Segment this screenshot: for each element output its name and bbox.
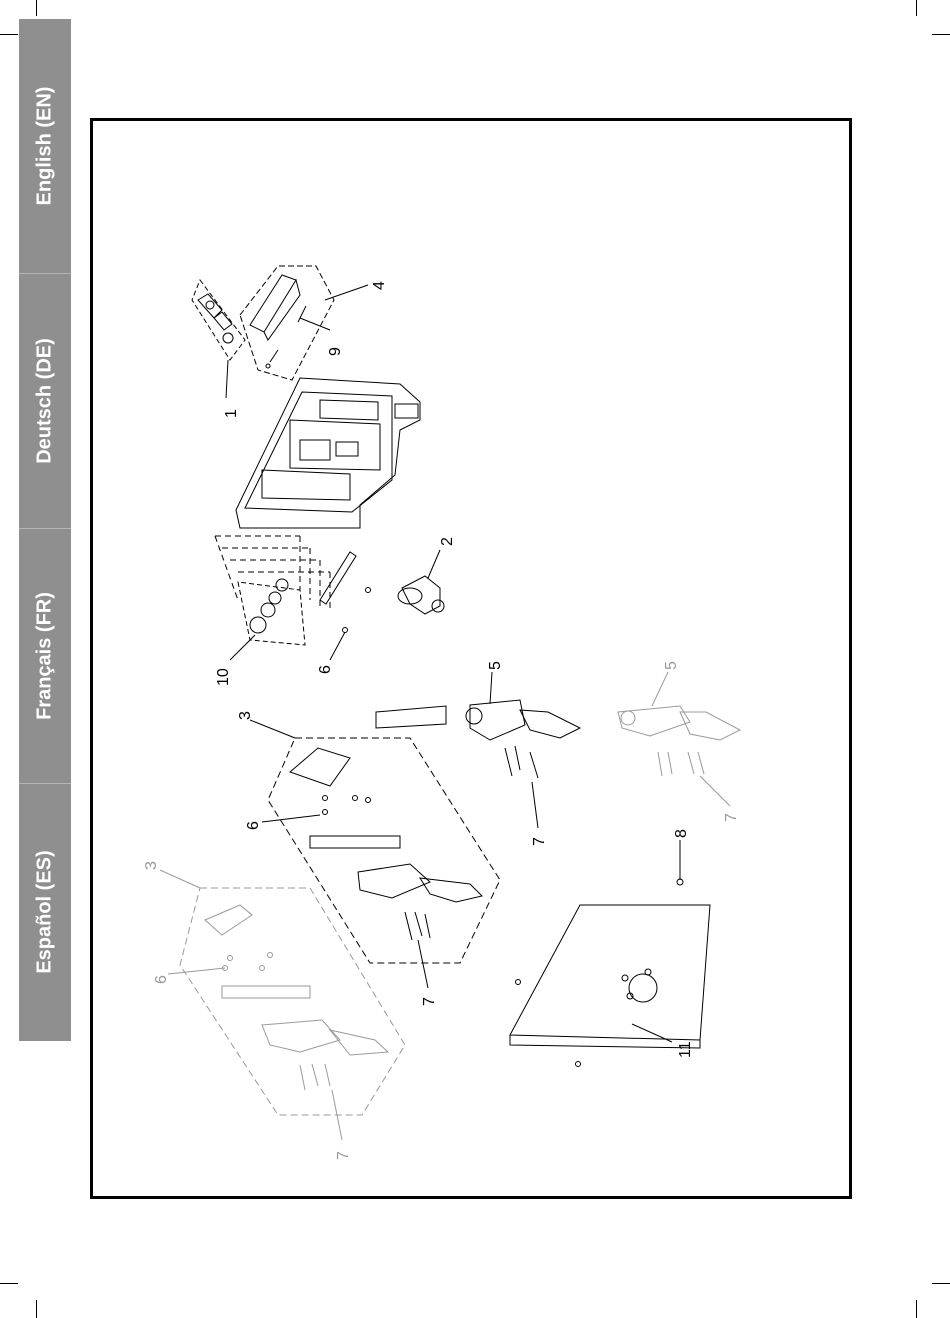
callout-5: 5: [487, 661, 504, 670]
clamp-bar: [320, 552, 371, 633]
callout-4: 4: [371, 281, 388, 290]
callout-8: 8: [673, 829, 690, 838]
part-3-ghost-group: [180, 888, 405, 1115]
callout-3-ghost: 3: [143, 861, 160, 870]
callout-3: 3: [237, 711, 254, 720]
callout-2: 2: [439, 537, 456, 546]
callout-6-ghost: 6: [153, 975, 170, 984]
part-2-valve: [398, 576, 444, 614]
part-1-fitting-group: [192, 280, 245, 360]
callout-9: 9: [327, 347, 344, 356]
callout-7b: 7: [421, 997, 438, 1006]
callout-7-ghost-right: 7: [723, 813, 740, 822]
callout-7a: 7: [531, 837, 548, 846]
main-housing: [236, 378, 420, 528]
part-8-screw: [677, 860, 683, 885]
callout-6a: 6: [317, 665, 334, 674]
callout-7-ghost-left: 7: [335, 1151, 352, 1160]
part-5-valve-assembly: [376, 700, 580, 778]
part-5-ghost-assembly: [618, 706, 740, 776]
part-4-bracket: [240, 266, 334, 380]
callout-10: 10: [215, 668, 232, 686]
part-3-valve-group: [268, 738, 500, 963]
callout-6b: 6: [245, 821, 262, 830]
callout-1: 1: [223, 409, 240, 418]
callout-5-ghost: 5: [663, 661, 680, 670]
callout-11: 11: [677, 1041, 694, 1058]
part-10-valve-assembly: [215, 536, 330, 645]
